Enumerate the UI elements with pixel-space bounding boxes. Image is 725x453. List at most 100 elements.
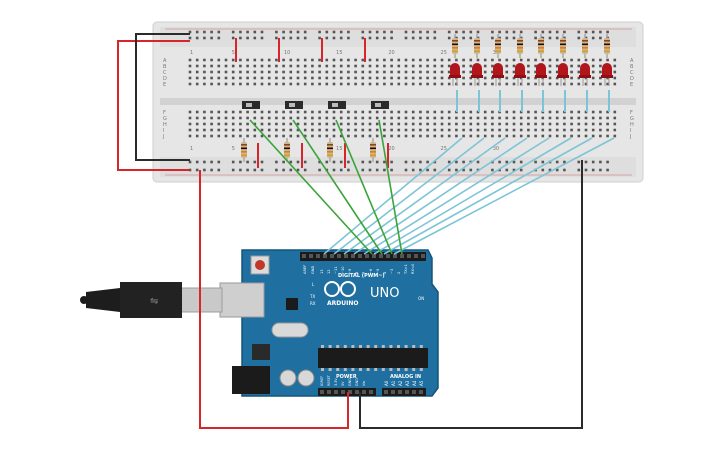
arduino-brand: ARDUINO (327, 300, 358, 307)
switch-signal-wire[interactable] (292, 119, 383, 255)
chip-pins (321, 345, 423, 371)
row-label: G (163, 116, 167, 122)
analog-pin-label: A2 (398, 380, 403, 386)
led[interactable] (535, 63, 547, 86)
switch-signal-wire[interactable] (378, 119, 403, 255)
analog-header[interactable] (382, 388, 426, 396)
resistor (241, 138, 247, 162)
arduino-uno-board[interactable]: ARDUINO UNO DIGITAL (PWM~) POWER ANALOG … (219, 249, 439, 397)
atmega-chip (318, 348, 428, 368)
signal-wires[interactable] (249, 119, 615, 255)
dc-jack (232, 366, 270, 394)
switch-signal-wire[interactable] (249, 119, 373, 255)
switch-signal-wire[interactable] (335, 119, 393, 255)
slide-switch[interactable] (328, 101, 346, 109)
on-label: ON (418, 296, 424, 301)
led[interactable] (449, 63, 461, 86)
column-label: 1 (190, 50, 193, 56)
aref-label: AREF (303, 265, 307, 274)
usb-port (219, 282, 265, 318)
led-signal-wire[interactable] (393, 137, 615, 255)
column-label: 30 (493, 146, 499, 152)
digital-header[interactable] (300, 252, 426, 261)
row-label: F (630, 110, 633, 116)
led[interactable] (514, 63, 526, 86)
led-signal-wire[interactable] (333, 137, 485, 255)
analog-pin-label: A0 (384, 380, 389, 386)
digital-pin-label: 7 (362, 272, 366, 274)
arduino-model: UNO (370, 286, 399, 301)
analog-pin-label: A3 (405, 380, 410, 386)
capacitor (279, 369, 297, 387)
digital-label: DIGITAL (PWM~) (338, 273, 385, 279)
slide-switch[interactable] (242, 101, 260, 109)
resistor (604, 34, 610, 58)
column-label: 10 (284, 50, 290, 56)
analog-pin-label: A5 (419, 380, 424, 386)
row-label: G (630, 116, 634, 122)
led[interactable] (471, 63, 483, 86)
row-label: I (163, 128, 164, 134)
analog-pin-label: A1 (391, 380, 396, 386)
resistor (517, 34, 523, 58)
usb-icon: ⇋ (150, 296, 158, 307)
row-label: E (163, 82, 166, 88)
led-array[interactable] (449, 63, 613, 112)
row-label: H (163, 122, 167, 128)
analog-label: ANALOG IN (390, 374, 421, 380)
resistor (582, 34, 588, 58)
row-label: A (630, 58, 634, 64)
led-signal-wire[interactable] (343, 137, 506, 255)
led-signal-wire[interactable] (323, 137, 463, 255)
row-label: B (630, 64, 634, 70)
pulldown-resistors (241, 138, 376, 162)
power-pin-label: Vin (362, 381, 366, 386)
resistor (284, 138, 290, 162)
column-label: 20 (388, 50, 394, 56)
led[interactable] (579, 63, 591, 86)
resistor (474, 34, 480, 58)
tx-label: TX (309, 294, 315, 299)
rail-jumpers[interactable] (235, 38, 389, 168)
slide-switch[interactable] (371, 101, 389, 109)
column-label: 1 (190, 146, 193, 152)
led-signal-wire[interactable] (353, 137, 528, 255)
l-label: L (312, 282, 315, 287)
digital-pin-label: RX<0 (411, 263, 415, 274)
led[interactable] (492, 63, 504, 86)
led-signal-wire[interactable] (383, 137, 593, 255)
row-label: D (163, 76, 167, 82)
digital-pin-label: 4 (383, 271, 387, 274)
digital-pin-label: ~3 (390, 269, 394, 274)
power-label: POWER (336, 374, 357, 380)
slide-switches[interactable] (242, 101, 389, 109)
row-label: C (630, 70, 634, 76)
arduino-power-wires[interactable] (199, 160, 583, 429)
row-label: B (163, 64, 167, 70)
slide-switch[interactable] (285, 101, 303, 109)
power-pin-label: 5V (341, 381, 345, 386)
digital-pin-label: ~10 (341, 266, 345, 274)
breadboard[interactable]: 115510101515202025253030AABBCCDDEEFFGGHH… (152, 21, 644, 183)
column-label: 5 (232, 50, 235, 56)
row-label: D (630, 76, 634, 82)
row-label: H (630, 122, 634, 128)
power-pin-label: RESET (327, 374, 331, 386)
digital-pin-label: 12 (327, 269, 331, 274)
power-pin-label: GND (348, 378, 352, 386)
led-signal-wire[interactable] (363, 137, 550, 255)
led-signal-wire[interactable] (373, 137, 572, 255)
digital-pin-label: 2 (397, 272, 401, 274)
led-resistors (452, 34, 610, 58)
power-loop-wires[interactable] (117, 33, 190, 171)
digital-pin-label: 13 (320, 269, 324, 274)
led[interactable] (557, 63, 569, 86)
led[interactable] (601, 63, 613, 86)
row-label: C (163, 70, 167, 76)
resistor (495, 34, 501, 58)
digital-pin-label: ~6 (369, 268, 373, 274)
resistor (370, 138, 376, 162)
